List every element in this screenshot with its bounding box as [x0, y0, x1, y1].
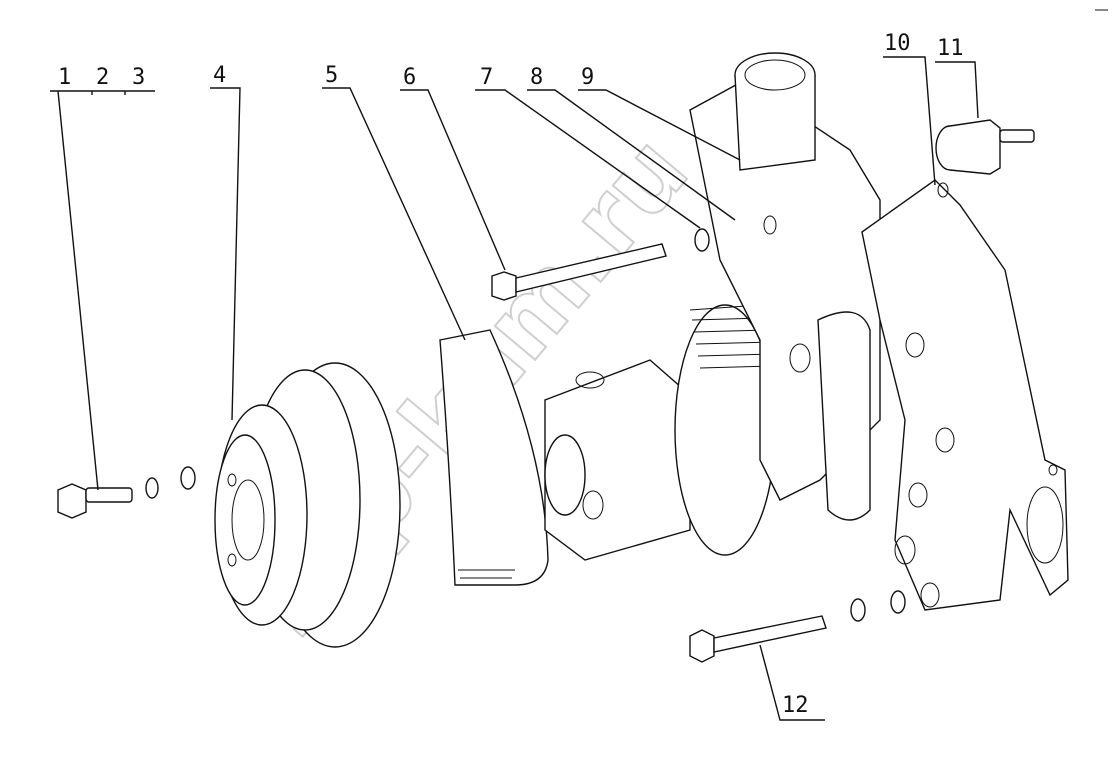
callout-12: 12: [782, 693, 809, 718]
hose-fitting-11: [935, 119, 1035, 175]
callout-1: 1: [58, 65, 71, 90]
water-pump-body-9: [544, 52, 881, 561]
washer-12b: [890, 590, 906, 614]
callout-11: 11: [937, 36, 964, 61]
flange-bolt-1: [57, 483, 133, 519]
nut-7: [694, 228, 710, 252]
pulley-4: [214, 362, 401, 648]
callout-10: 10: [884, 31, 911, 56]
gasket-10: [861, 179, 1069, 611]
belt-5: [439, 329, 549, 586]
callout-8: 8: [530, 65, 543, 90]
callout-3: 3: [132, 65, 145, 90]
callout-2: 2: [96, 65, 109, 90]
leader-lines: [50, 56, 979, 721]
washer-12a: [850, 598, 866, 622]
callout-7: 7: [480, 65, 493, 90]
long-bolt-6: [491, 243, 667, 301]
callout-5: 5: [325, 63, 338, 88]
callout-6: 6: [403, 65, 416, 90]
long-bolt-12: [689, 615, 827, 663]
callout-labels: 1 2 3 4 5 6 7 8 9 10 11 12: [58, 31, 964, 718]
callout-4: 4: [213, 63, 226, 88]
flat-washer-3: [180, 466, 196, 490]
callout-9: 9: [581, 65, 594, 90]
spring-washer-2: [145, 477, 159, 499]
